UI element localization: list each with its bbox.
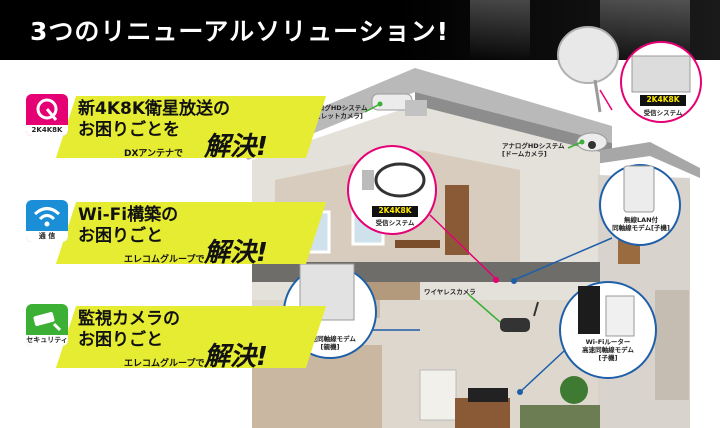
label-line: アナログHDシステム [502,142,565,150]
receiver-top-caption: 受信システム [643,109,683,117]
roof-edge [415,92,612,158]
wireless-camera-label: ワイヤレスカメラ [424,288,476,296]
connector-line [513,237,613,281]
connector-line [599,89,613,111]
connector-dot [377,101,383,107]
table [395,240,440,248]
category-provider: エレコムグループで [124,359,205,369]
category-antenna: 2K4K8K 新4K8K衛星放送の お困りごとを DXアンテナで 解決! [26,90,327,166]
receiver-device [631,55,691,93]
camera-glyph [33,312,62,332]
dome-camera-label: アナログHDシステム [ドームカメラ] [502,142,565,158]
satellite-dish [557,26,619,84]
router-modem-device [605,295,635,337]
wifi-glyph [33,207,61,227]
dome-camera-lens [588,141,596,149]
label-line: Wi-Fiルーター [585,338,631,346]
master-modem-label: 高速同軸線モデム [親機] [298,335,362,351]
category-solve: 解決! [204,238,268,268]
receiver-top-badge: 2K4K8K [646,95,680,104]
category-solve: 解決! [204,342,268,372]
router-label: Wi-Fiルーター 高速同軸線モデム [子機] [574,338,642,362]
icon-caption: 2K4K8K [26,125,68,136]
wifi-icon: 通 信 [26,200,68,242]
lan-modem-label: 無線LAN付 同軸線モデム[子機] [608,216,674,232]
side-roof [540,142,700,178]
label-line: [親機] [320,343,340,351]
category-provider: DXアンテナで [124,149,184,159]
shelf [419,369,457,421]
category-solve: 解決! [204,132,268,162]
connector-dot [579,139,585,145]
category-security: セキュリティ 監視カメラの お困りごと エレコムグループで 解決! [26,300,327,376]
badge-2k4k8k [372,206,418,217]
connector-dot [493,277,499,283]
category-wifi: 通 信 Wi-Fi構築の お困りごと エレコムグループで 解決! [26,196,327,272]
side-panel [655,290,689,400]
category-provider: エレコムグループで [124,255,205,265]
page-title: 3つのリニューアルソリューション! [30,17,450,46]
label-line: 無線LAN付 [623,216,659,224]
antenna-icon: 2K4K8K [26,94,68,136]
lan-modem-device [623,165,655,213]
category-title-line1: 監視カメラの [78,309,180,329]
connector-line [467,293,501,323]
badge-2k4k8k [640,95,686,106]
receiver-mid-badge: 2K4K8K [378,206,412,215]
camera-icon: セキュリティ [26,304,68,346]
label-line: [ドームカメラ] [502,150,547,158]
upstairs-door [445,185,469,255]
bullet-camera-label: アナログHDシステム [ビュレットカメラ] [305,104,368,120]
dish-mast [593,79,602,113]
label-line: 高速同軸線モデム [304,335,356,343]
receiver-mid-caption: 受信システム [375,219,415,227]
connector-line [429,214,496,279]
category-title-line2: お困りごと [78,226,163,246]
plant [560,376,588,404]
category-title-line1: Wi-Fi構築の [78,205,179,225]
label-line: 同軸線モデム[子機] [612,224,670,232]
wireless-camera [500,318,530,332]
connector-line [567,141,583,149]
camera-antenna [533,301,539,317]
category-title-line2: お困りごと [78,330,163,350]
category-title-line2: お困りごとを [78,120,180,140]
splitter [362,170,374,190]
plant-bed [520,405,600,428]
label-line: 高速同軸線モデム [582,346,634,354]
bullet-camera-mount [405,100,427,116]
header-light-effect [470,0,530,60]
cable-coil [374,162,426,198]
antenna-glyph [36,98,58,121]
label-line: [ビュレットカメラ] [305,112,363,120]
connector-dot [511,278,517,284]
connector-line [364,103,381,113]
icon-caption: 通 信 [26,231,68,242]
category-title-line1: 新4K8K衛星放送の [78,99,231,119]
tv [468,388,508,402]
label-line: アナログHDシステム [305,104,368,112]
label-line: [子機] [598,354,618,362]
connector-dot [517,389,523,395]
router-device [578,286,600,334]
icon-caption: セキュリティ [26,335,68,346]
tv-stand [455,398,510,428]
